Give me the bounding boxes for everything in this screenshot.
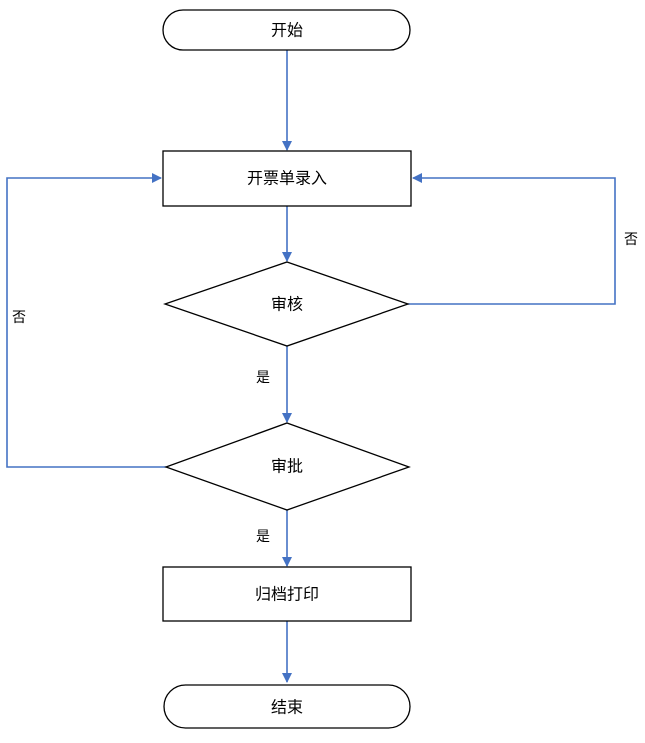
review-yes-label: 是: [256, 370, 270, 386]
archive-node: 归档打印: [162, 566, 412, 622]
approve-no-label: 否: [12, 310, 26, 326]
approve-yes-label: 是: [256, 529, 270, 545]
archive-label: 归档打印: [255, 585, 319, 604]
end-node: 结束: [163, 684, 411, 729]
entry-node: 开票单录入: [162, 150, 412, 207]
start-node: 开始: [162, 9, 411, 51]
end-label: 结束: [271, 698, 303, 717]
review-label: 审核: [271, 295, 303, 314]
start-label: 开始: [271, 21, 303, 40]
edge-review-no-to-entry: [408, 173, 616, 305]
review-decision: 审核: [163, 261, 410, 347]
edge-approve-no-to-entry: [6, 173, 166, 468]
approve-label: 审批: [271, 457, 303, 476]
entry-label: 开票单录入: [247, 169, 327, 188]
approve-decision: 审批: [164, 422, 411, 511]
review-no-label: 否: [624, 232, 638, 248]
